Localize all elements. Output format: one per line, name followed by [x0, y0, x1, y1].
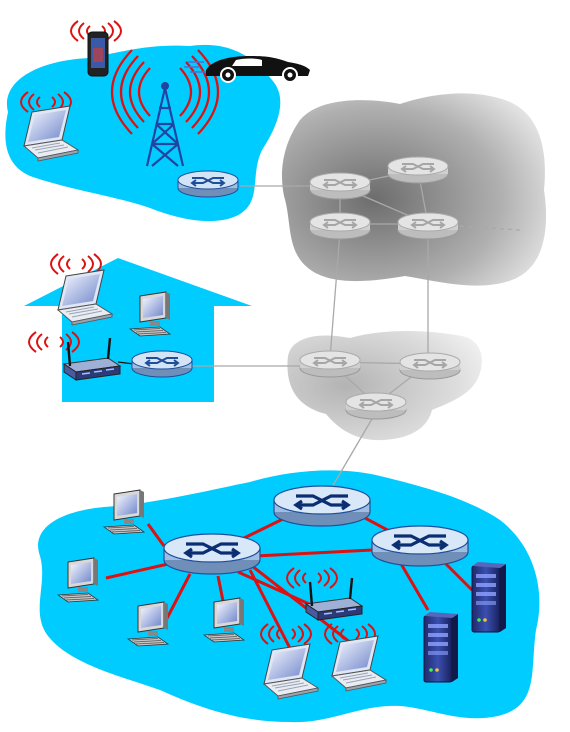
router-icon [131, 350, 193, 378]
server-icon [471, 561, 507, 633]
global-isp-router [309, 212, 371, 240]
home-links [117, 361, 135, 365]
smartphone-icon [87, 31, 109, 77]
regional-isp-region [287, 331, 482, 441]
router-icon [177, 170, 239, 198]
router-icon [370, 524, 470, 568]
global-isp-router [397, 212, 459, 240]
router-icon [162, 532, 262, 576]
cell-tower-icon [111, 49, 219, 167]
regional-isp-router [299, 350, 361, 378]
router-icon [272, 484, 372, 528]
global-isp-router [309, 172, 371, 200]
server-icon [423, 611, 459, 683]
regional-isp-router [345, 392, 407, 420]
global-isp-router [387, 156, 449, 184]
regional-isp-router [399, 352, 461, 380]
car-icon [184, 56, 310, 83]
